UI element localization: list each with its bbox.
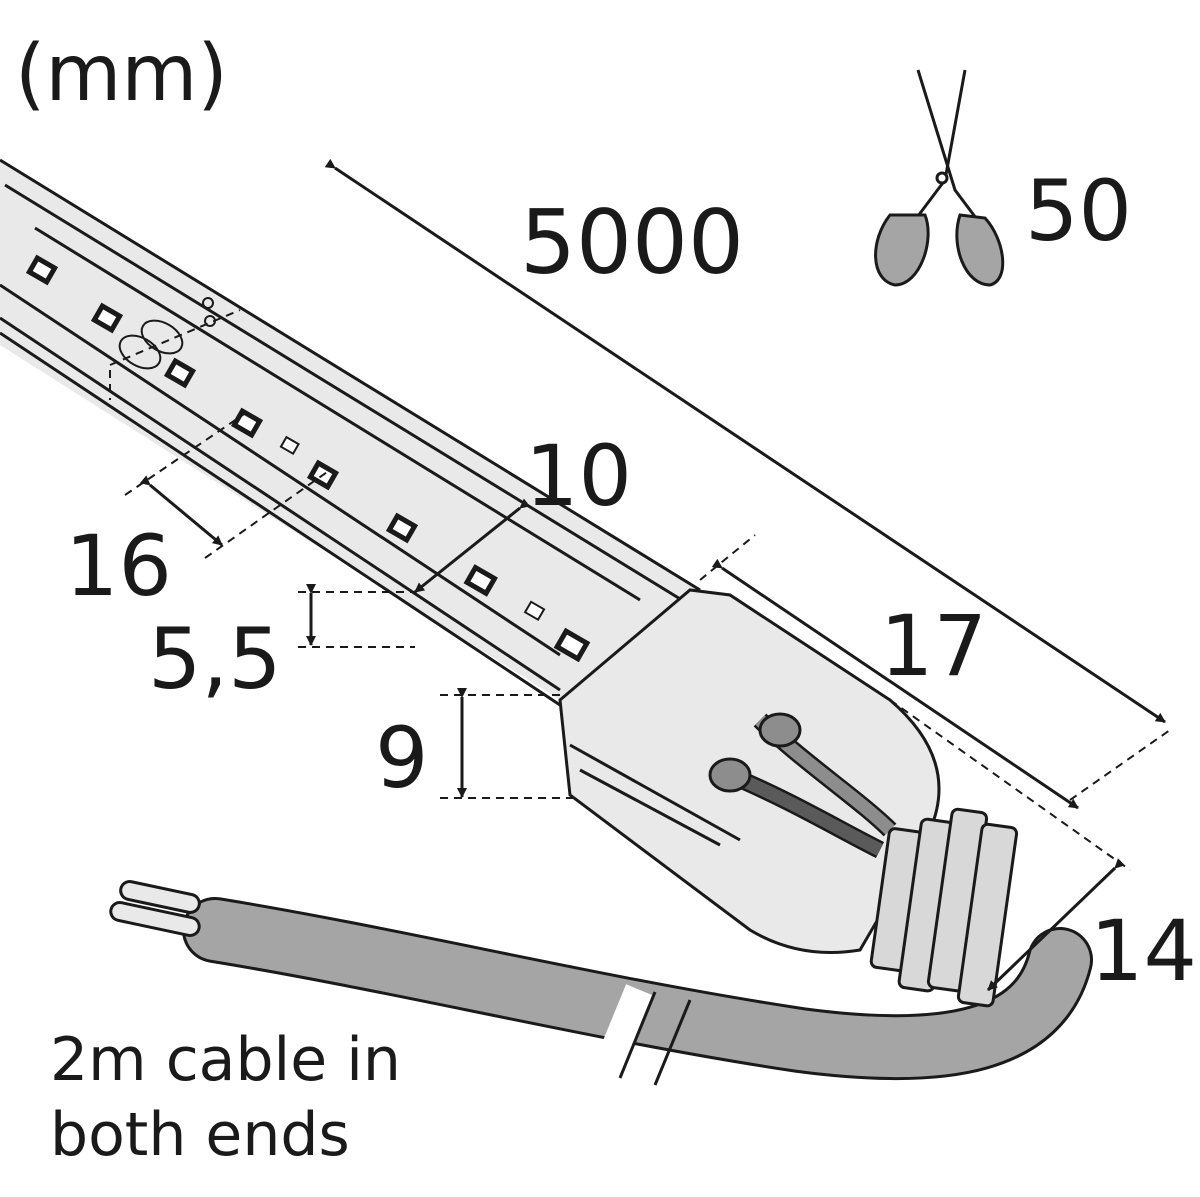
connector-length-dimension: [711, 558, 1079, 810]
scissors-icon: [874, 69, 1005, 287]
gland-label: 14: [1090, 902, 1197, 1000]
width-dimension: [414, 498, 531, 594]
gland-dimension: [986, 858, 1125, 992]
connector-length-label: 17: [880, 597, 987, 695]
strip-height-label: 5,5: [148, 610, 282, 708]
cable-note-line1: 2m cable in: [50, 1025, 401, 1095]
length-label: 5000: [520, 191, 744, 294]
unit-label: (mm): [15, 29, 228, 119]
pitch-dimension: [139, 475, 223, 547]
width-label: 10: [525, 427, 632, 525]
wire-ends: [109, 880, 201, 937]
cable-note-line2: both ends: [50, 1100, 350, 1170]
connector-height-label: 9: [375, 709, 428, 807]
dimension-lines: [124, 158, 1171, 992]
cut-mark-icon: [109, 297, 241, 400]
pitch-label: 16: [65, 517, 172, 615]
cable-gland: [869, 807, 1019, 1008]
cable: [109, 880, 1093, 1086]
cut-interval-label: 50: [1025, 162, 1132, 260]
